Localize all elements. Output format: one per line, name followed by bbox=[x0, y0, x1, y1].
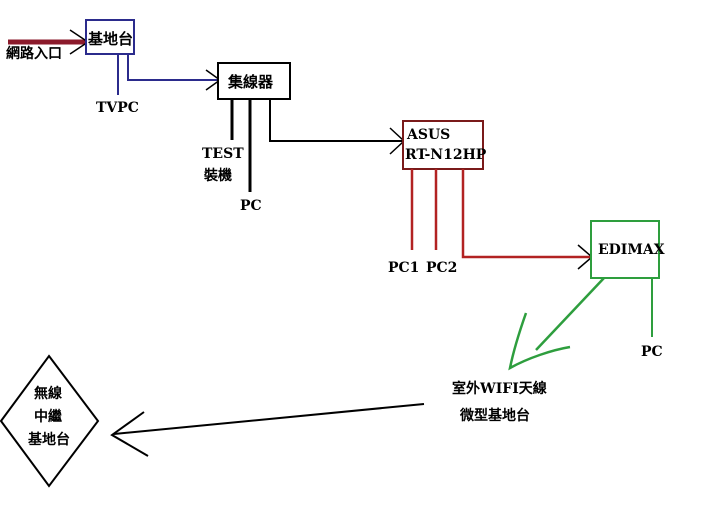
base-station-label: 基地台 bbox=[87, 30, 133, 48]
asus-to-edimax-line bbox=[461, 169, 591, 259]
test-machine-label-2: 裝機 bbox=[203, 167, 232, 184]
asus-label-2: RT-N12HP bbox=[405, 147, 487, 163]
hub-box bbox=[217, 62, 291, 100]
asus-router-box bbox=[402, 120, 484, 170]
edimax-to-antenna-line bbox=[535, 277, 605, 351]
base-station-box bbox=[85, 19, 135, 55]
repeater-label-2: 中繼 bbox=[34, 408, 62, 425]
hub-to-asus-line bbox=[269, 99, 403, 142]
asus-label-1: ASUS bbox=[406, 127, 450, 143]
edimax-pc-label: PC bbox=[641, 344, 663, 360]
pc2-label: PC2 bbox=[426, 260, 457, 276]
outdoor-antenna-label-1: 室外WIFI天線 bbox=[452, 380, 547, 397]
hub-label: 集線器 bbox=[227, 73, 274, 91]
antenna-to-repeater-line bbox=[113, 403, 425, 435]
outdoor-antenna-label-2: 微型基地台 bbox=[459, 407, 530, 424]
antenna-to-repeater-arrowhead bbox=[110, 411, 149, 457]
base-to-hub-line bbox=[127, 54, 218, 81]
test-machine-label-1: TEST bbox=[202, 146, 244, 162]
hub-pc-label: PC bbox=[240, 198, 262, 214]
tvpc-label: TVPC bbox=[96, 100, 139, 116]
repeater-label-1: 無線 bbox=[34, 385, 62, 402]
edimax-label: EDIMAX bbox=[598, 242, 665, 258]
repeater-diamond bbox=[0, 354, 100, 488]
edimax-to-antenna-arrowhead bbox=[508, 312, 571, 371]
internet-entry-label: 網路入口 bbox=[6, 45, 62, 62]
edimax-box bbox=[590, 220, 660, 279]
pc1-label: PC1 bbox=[388, 260, 419, 276]
repeater-label-3: 基地台 bbox=[28, 431, 70, 448]
